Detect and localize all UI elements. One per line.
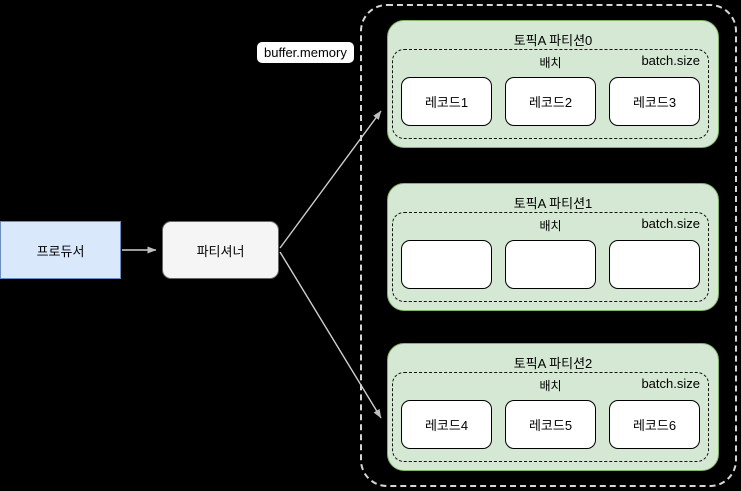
partitioner-label: 파티셔너 bbox=[196, 243, 245, 259]
record-box: 레코드5 bbox=[505, 400, 596, 449]
batch-size-label: batch.size bbox=[641, 376, 700, 391]
producer-box: 프로듀서 bbox=[0, 221, 121, 279]
partition-topicA-2: 토픽A 파티션2 배치 batch.size 레코드4 레코드5 레코드6 bbox=[387, 343, 719, 471]
batch-size-label: batch.size bbox=[641, 216, 700, 231]
batch-size-label: batch.size bbox=[641, 53, 700, 68]
producer-label: 프로듀서 bbox=[36, 243, 85, 259]
buffer-memory-label: buffer.memory bbox=[257, 42, 354, 63]
batch-container: 배치 batch.size 레코드4 레코드5 레코드6 bbox=[392, 372, 709, 462]
record-box-empty bbox=[505, 240, 596, 289]
partition-title: 토픽A 파티션2 bbox=[513, 356, 593, 371]
batch-label: 배치 bbox=[539, 379, 562, 393]
partition-topicA-0: 토픽A 파티션0 배치 batch.size 레코드1 레코드2 레코드3 bbox=[387, 20, 719, 148]
records-row: 레코드4 레코드5 레코드6 bbox=[401, 400, 700, 449]
records-row bbox=[401, 240, 700, 289]
partition-title: 토픽A 파티션1 bbox=[513, 196, 593, 211]
record-box: 레코드4 bbox=[401, 400, 492, 449]
batch-container: 배치 batch.size 레코드1 레코드2 레코드3 bbox=[392, 49, 709, 139]
record-box: 레코드3 bbox=[609, 77, 700, 126]
batch-container: 배치 batch.size bbox=[392, 212, 709, 302]
record-box: 레코드2 bbox=[505, 77, 596, 126]
records-row: 레코드1 레코드2 레코드3 bbox=[401, 77, 700, 126]
partition-title: 토픽A 파티션0 bbox=[513, 33, 593, 48]
partition-topicA-1: 토픽A 파티션1 배치 batch.size bbox=[387, 183, 719, 311]
record-box-empty bbox=[609, 240, 700, 289]
batch-label: 배치 bbox=[539, 56, 562, 70]
record-box: 레코드1 bbox=[401, 77, 492, 126]
record-box: 레코드6 bbox=[609, 400, 700, 449]
record-box-empty bbox=[401, 240, 492, 289]
batch-label: 배치 bbox=[539, 219, 562, 233]
partitioner-box: 파티셔너 bbox=[162, 221, 279, 279]
